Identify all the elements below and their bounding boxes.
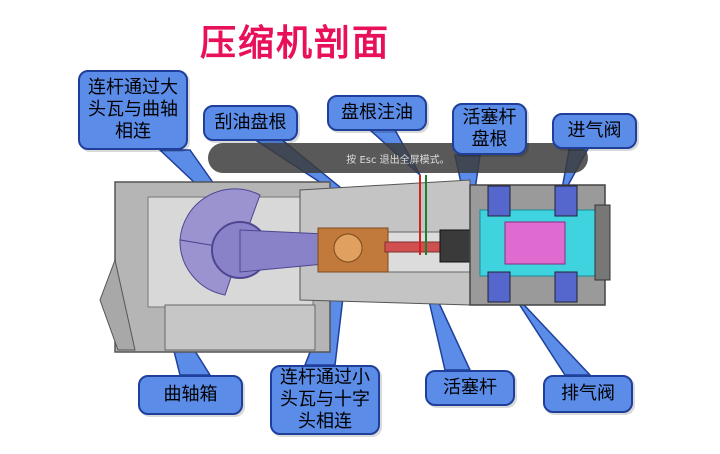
valves — [487, 185, 578, 303]
label-packing-oil-injection: 盘根注油 — [327, 95, 427, 131]
label-intake-valve: 进气阀 — [552, 113, 637, 149]
crosshead — [317, 227, 389, 273]
label-piston-rod-packing: 活塞杆 盘根 — [452, 103, 527, 155]
label-exhaust-valve: 排气阀 — [543, 375, 633, 413]
label-oil-scraper-packing: 刮油盘根 — [203, 105, 298, 141]
label-rod-small-end: 连杆通过小 头瓦与十字 头相连 — [270, 365, 380, 435]
fullscreen-banner: 按 Esc 退出全屏模式。 — [208, 143, 588, 173]
label-crankcase: 曲轴箱 — [138, 375, 243, 415]
page-title: 压缩机剖面 — [200, 22, 391, 64]
label-piston-rod: 活塞杆 — [425, 370, 515, 406]
label-rod-big-end: 连杆通过大 头瓦与曲轴 相连 — [78, 70, 188, 150]
